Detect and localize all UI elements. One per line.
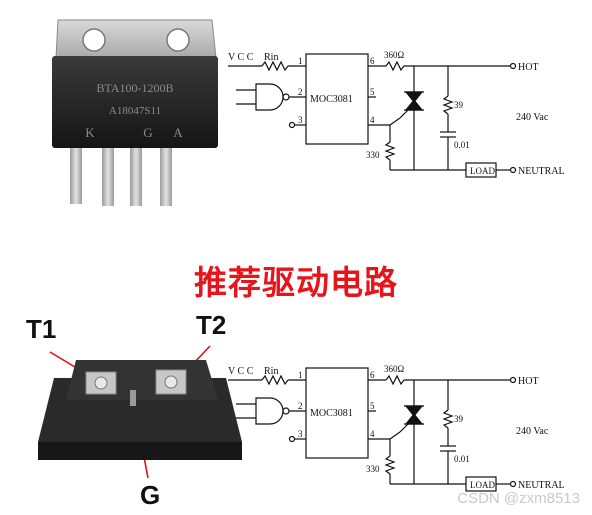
supply-label: 240 Vac (516, 112, 549, 123)
pin-letter-a: A (173, 125, 183, 140)
pin2-label: 2 (298, 401, 303, 411)
pin6-label: 6 (370, 56, 375, 66)
drive-circuit-schematic-bottom: V C C Rin 1 2 3 6 5 4 MOC3081 360Ω 39 33… (228, 364, 565, 492)
hot-label: HOT (518, 62, 539, 73)
c001-label: 0.01 (454, 454, 470, 464)
r330-label: 330 (366, 150, 380, 160)
r360-label: 360Ω (384, 364, 405, 374)
ic-label: MOC3081 (310, 94, 353, 105)
watermark: CSDN @zxm8513 (457, 490, 580, 507)
triac-module-photo (38, 345, 242, 479)
pin6-label: 6 (370, 370, 375, 380)
terminal-t1-label: T1 (26, 314, 57, 344)
terminal-g-label: G (140, 480, 161, 510)
pin1-label: 1 (298, 56, 303, 66)
package-marking-line2: A18047S11 (109, 105, 161, 117)
pin5-label: 5 (370, 87, 375, 97)
vcc-label: V C C (228, 52, 254, 63)
triac-package-photo: BTA100-1200B A18047S11 K G A (52, 19, 218, 206)
hot-label: HOT (518, 376, 539, 387)
load-label: LOAD (470, 166, 495, 176)
pin4-label: 4 (370, 115, 375, 125)
pin5-label: 5 (370, 401, 375, 411)
c001-label: 0.01 (454, 140, 470, 150)
load-label: LOAD (470, 480, 495, 490)
pin2-label: 2 (298, 87, 303, 97)
neutral-label: NEUTRAL (518, 480, 565, 491)
supply-label: 240 Vac (516, 426, 549, 437)
drive-circuit-schematic-top: V C C Rin 1 2 3 6 5 4 MOC3081 360Ω 39 33… (228, 50, 565, 178)
pin-letter-g: G (143, 125, 152, 140)
terminal-t2-label: T2 (196, 310, 227, 340)
r39-label: 39 (454, 100, 464, 110)
pin3-label: 3 (298, 115, 303, 125)
ic-label: MOC3081 (310, 408, 353, 419)
vcc-label: V C C (228, 366, 254, 377)
r39-label: 39 (454, 414, 464, 424)
pin4-label: 4 (370, 429, 375, 439)
rin-label: Rin (264, 366, 278, 377)
pin-letter-k: K (85, 125, 95, 140)
neutral-label: NEUTRAL (518, 166, 565, 177)
pin3-label: 3 (298, 429, 303, 439)
r330-label: 330 (366, 464, 380, 474)
package-marking-line1: BTA100-1200B (96, 81, 173, 95)
pin1-label: 1 (298, 370, 303, 380)
r360-label: 360Ω (384, 50, 405, 60)
recommended-drive-circuit-title: 推荐驱动电路 (194, 263, 398, 302)
rin-label: Rin (264, 52, 278, 63)
